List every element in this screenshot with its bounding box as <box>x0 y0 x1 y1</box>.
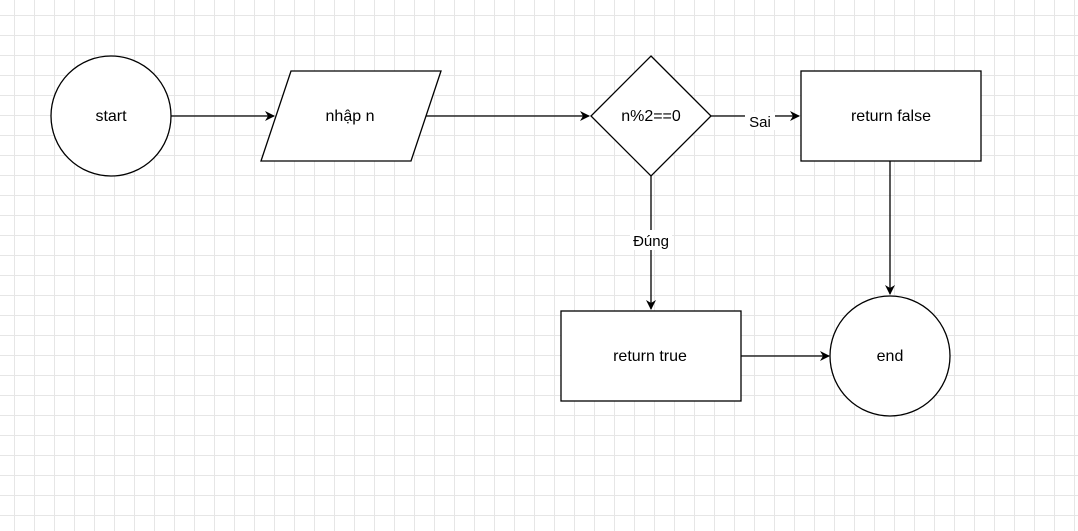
edge-label-dung: Đúng <box>633 233 669 250</box>
node-return-true-label: return true <box>613 348 687 365</box>
node-input-shape <box>260 70 442 162</box>
node-end[interactable]: end <box>829 295 951 417</box>
node-return-false[interactable]: return false <box>800 70 982 162</box>
node-decision[interactable]: n%2==0 <box>590 55 712 177</box>
edge-label-sai: Sai <box>749 114 771 131</box>
edge-label-dung-bg <box>630 230 672 250</box>
node-start-shape <box>50 55 172 177</box>
node-return-true-shape <box>560 310 742 402</box>
edge-label-dung-group: Đúng <box>630 230 672 250</box>
node-return-false-shape <box>800 70 982 162</box>
node-start-label: start <box>95 108 127 125</box>
edge-label-sai-group: Sai <box>745 112 775 131</box>
edges <box>171 111 895 361</box>
node-start[interactable]: start <box>50 55 172 177</box>
node-decision-label: n%2==0 <box>621 108 681 125</box>
node-input-label: nhập n <box>326 108 375 125</box>
node-decision-shape <box>590 55 712 177</box>
node-return-true[interactable]: return true <box>560 310 742 402</box>
node-end-label: end <box>877 348 904 365</box>
node-input[interactable]: nhập n <box>260 70 442 162</box>
node-end-shape <box>829 295 951 417</box>
node-return-false-label: return false <box>851 108 931 125</box>
edge-label-sai-bg <box>745 112 775 130</box>
